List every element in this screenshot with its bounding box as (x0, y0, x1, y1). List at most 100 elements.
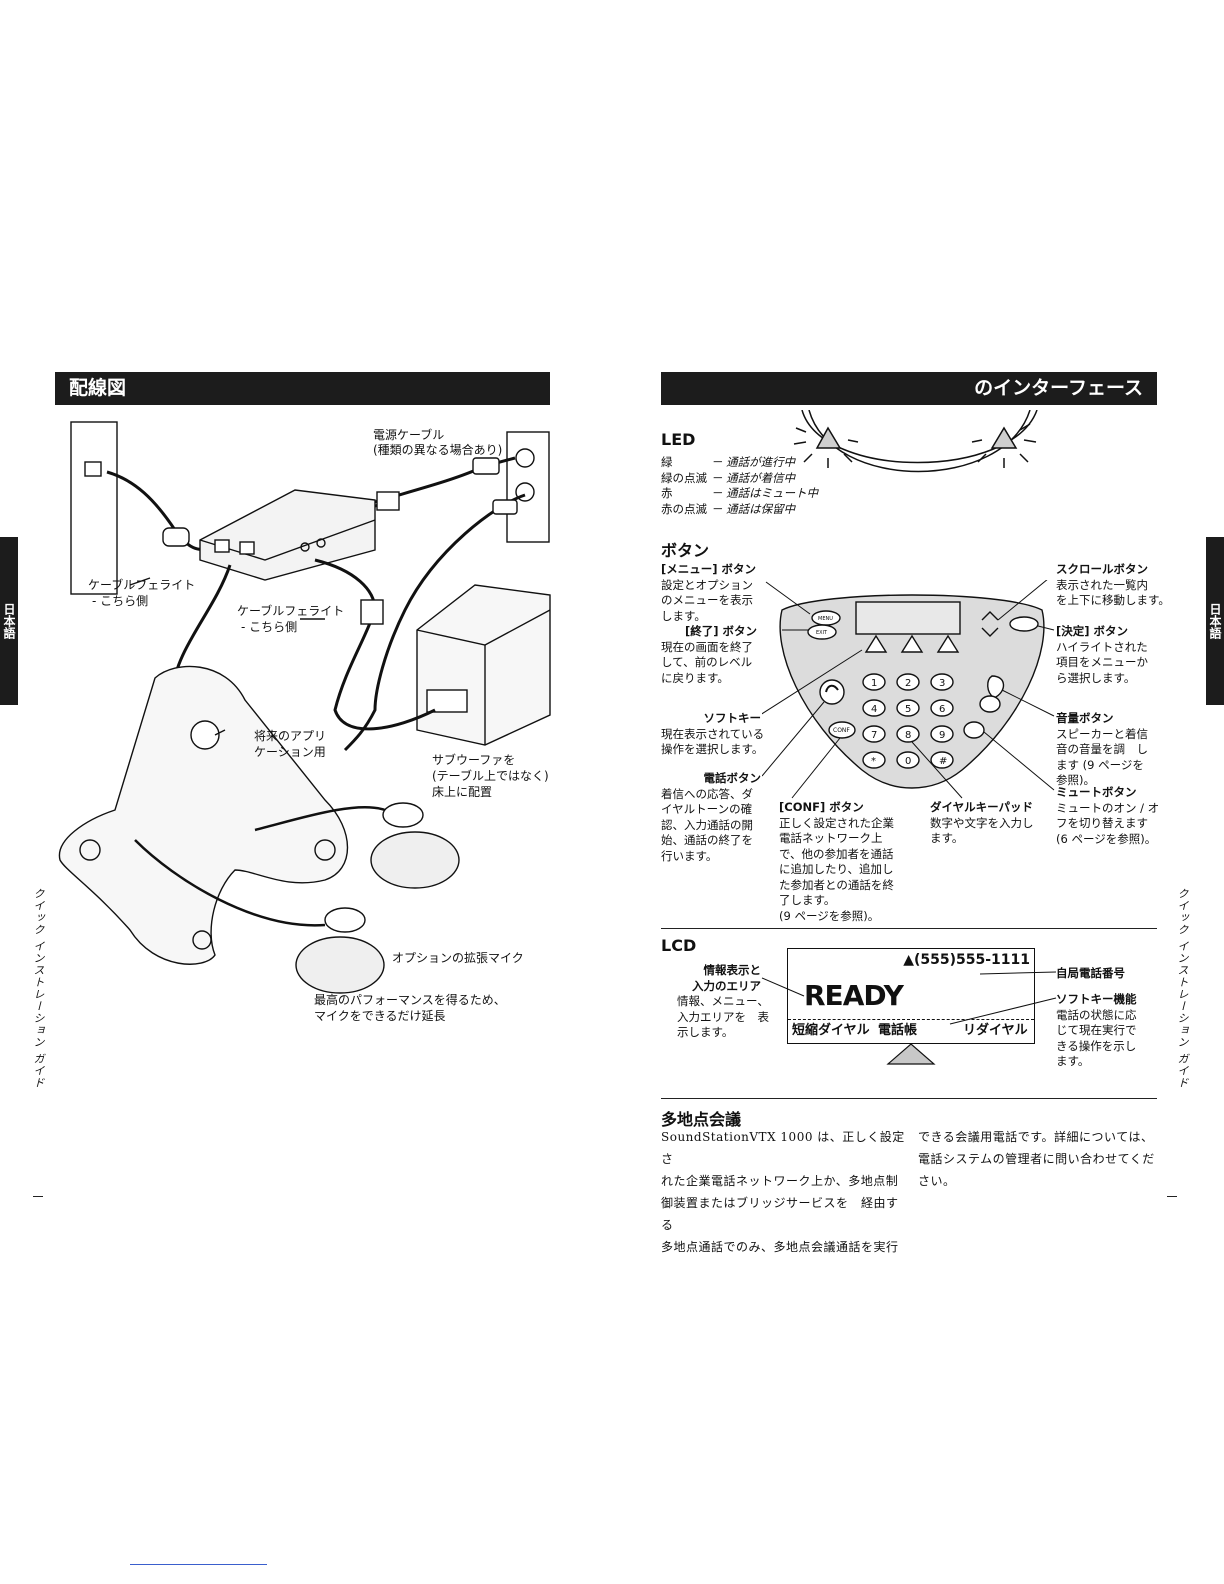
multipoint-heading: 多地点会議 (661, 1106, 741, 1130)
led-row: 赤－ 通話はミュート中 (661, 486, 818, 502)
buttons-heading: ボタン (661, 537, 709, 561)
volume-desc-line: 参照)。 (1056, 773, 1095, 787)
lcd-phone-icon: ▲ (903, 952, 914, 968)
subwoofer-line1: サブウーファを (432, 753, 516, 767)
led-heading: LED (661, 430, 695, 449)
wall-jack-left (70, 421, 118, 595)
rule-lcd (661, 928, 1157, 929)
multipoint-line: 御装置またはブリッジサービスを 経由する (661, 1196, 899, 1232)
info-area-desc-line: 情報、メニュー、 (677, 994, 769, 1008)
conf-desc-line: 了します。 (779, 893, 836, 907)
multipoint-col1: SoundStationVTX 1000 は、正しく設定さ れた企業電話ネットワ… (661, 1126, 906, 1258)
menu-desc-line: のメニューを表示 (661, 593, 753, 607)
mute-desc-line: フを切り替えます (1056, 816, 1148, 830)
own-number-label-text: 自局電話番号 (1056, 966, 1125, 980)
subwoofer-line3: 床上に配置 (432, 785, 493, 799)
lcd-softkey-1: 短縮ダイヤル (792, 1023, 870, 1038)
exit-button-desc: [終了] ボタン 現在の画面を終了 して、前のレベル に戻ります。 (661, 624, 757, 686)
wall-outlet-right (506, 431, 550, 543)
key-digit: 1 (871, 678, 877, 689)
key-digit: 4 (871, 704, 877, 715)
phone-desc-line: 認、入力通話の開 (661, 817, 753, 832)
lcd-phone-number: ▲(555)555-1111 (903, 952, 1030, 968)
label-future-app: 将来のアプリ ケーション用 (254, 728, 326, 760)
select-button-title: [決定] ボタン (1056, 624, 1129, 638)
mute-button-title: ミュートボタン (1056, 785, 1137, 799)
info-area-desc-line: 示します。 (677, 1025, 734, 1039)
softkey-up-icon (886, 1043, 936, 1065)
mute-desc-line: (6 ページを参照)。 (1056, 831, 1157, 846)
exit-desc-line: 現在の画面を終了 (661, 639, 753, 654)
softkey-function-desc-line: ます。 (1056, 1054, 1090, 1068)
key-digit: 6 (939, 704, 945, 715)
led-row: 赤の点滅－ 通話は保留中 (661, 502, 818, 518)
dialpad-title: ダイヤルキーパッド (930, 800, 1034, 814)
softkey-mid-icon (900, 634, 924, 653)
label-ferrite-1: ケーブルフェライト - こちら側 (88, 577, 195, 609)
led-row: 緑の点滅－ 通話が着信中 (661, 471, 818, 487)
footer-rule (130, 1564, 267, 1565)
multipoint-line: れた企業電話ネットワーク上か、多地点制 (661, 1174, 899, 1188)
info-area-title2: 入力のエリア (692, 978, 761, 993)
exit-key-icon (807, 624, 837, 640)
console-display (855, 601, 961, 635)
lcd-phone-number-text: (555)555-1111 (913, 952, 1030, 968)
conf-desc-line: で、他の参加者を通話 (779, 846, 894, 861)
lcd-softkey-3: リダイヤル (963, 1023, 1028, 1038)
right-section-title: のインターフェース (661, 372, 1157, 405)
conf-desc-line: 正しく設定された企業 (779, 815, 894, 830)
led-list: 緑－ 通話が進行中 緑の点滅－ 通話が着信中 赤－ 通話はミュート中 赤の点滅－… (661, 455, 818, 517)
phone-button-desc: 電話ボタン 着信への応答、ダ イヤルトーンの確 認、入力通話の開 始、通話の終了… (661, 771, 761, 864)
lcd-heading-text: LCD (661, 936, 697, 955)
label-ferrite-2: ケーブルフェライト - こちら側 (237, 603, 344, 635)
volume-down-icon (979, 695, 1001, 713)
multipoint-line: できる会議用電話です。詳細については、 (918, 1130, 1154, 1144)
phone-button-title: 電話ボタン (703, 771, 762, 785)
extension-mic-1 (370, 831, 460, 889)
menu-desc-line: 設定とオプション (661, 577, 753, 592)
left-section-title: 配線図 (55, 372, 550, 405)
multipoint-col2: できる会議用電話です。詳細については、 電話システムの管理者に問い合わせてくだ … (918, 1126, 1158, 1192)
menu-button-title: [メニュー] ボタン (661, 562, 757, 576)
phone-desc-line: 始、通話の終了を (661, 833, 753, 847)
key-digit: 5 (905, 704, 911, 715)
ext-mic-note1: 最高のパフォーマンスを得るため、 (314, 993, 506, 1007)
rule-multipoint (661, 1098, 1157, 1099)
subwoofer-line2: (テーブル上ではなく) (432, 769, 549, 783)
conf-desc-line: た参加者との通話を終 (779, 877, 894, 892)
guide-title-left: クイック インストレーション ガイド (30, 888, 46, 1089)
lcd-ready-text: READY (804, 979, 904, 1012)
multipoint-heading-text: 多地点会議 (661, 1110, 742, 1129)
exit-desc-line: に戻ります。 (661, 670, 729, 685)
power-module (199, 489, 376, 581)
softkey-function-desc-line: 電話の状態に応 (1056, 1007, 1137, 1022)
softkey-desc-line: 現在表示されている (661, 726, 765, 741)
extension-mic-2 (295, 936, 385, 994)
volume-button-desc: 音量ボタン スピーカーと着信 音の音量を調 し ます (9 ページを 参照)。 (1056, 711, 1148, 789)
key-digit: 0 (905, 756, 911, 767)
lcd-ready: READY (804, 979, 904, 1012)
mute-key-icon (963, 721, 985, 739)
softkey-left-icon (864, 634, 888, 653)
buttons-heading-text: ボタン (661, 541, 710, 560)
conf-desc-line: 電話ネットワーク上 (779, 831, 883, 845)
label-ext-mic: オプションの拡張マイク (392, 950, 524, 966)
language-tab-right: 日本語 (1206, 537, 1224, 705)
phone-desc-line: 着信への応答、ダ (661, 786, 753, 801)
mute-button-desc: ミュートボタン ミュートのオン / オ フを切り替えます (6 ページを参照)。 (1056, 785, 1159, 847)
ferrite-core-2 (360, 599, 384, 625)
phone-desc-line: 行います。 (661, 848, 718, 863)
key-digit: # (939, 756, 947, 767)
left-title-text: 配線図 (69, 377, 127, 399)
select-key-icon (1009, 616, 1039, 632)
lcd-info-desc: 情報表示と 入力のエリア 情報、メニュー、 入力エリアを 表 示します。 (677, 963, 769, 1041)
led-color: 緑 (661, 455, 673, 469)
key-digit: 8 (905, 730, 911, 741)
lcd-heading: LCD (661, 936, 696, 955)
ferrite-core-1 (162, 527, 190, 547)
subwoofer (416, 584, 551, 746)
softkey-desc-line: 操作を選択します。 (661, 742, 764, 756)
key-digit: * (871, 756, 876, 767)
scroll-desc-line: 表示された一覧内 (1056, 577, 1148, 592)
dialpad-desc-line: 数字や文字を入力し (930, 815, 1034, 830)
